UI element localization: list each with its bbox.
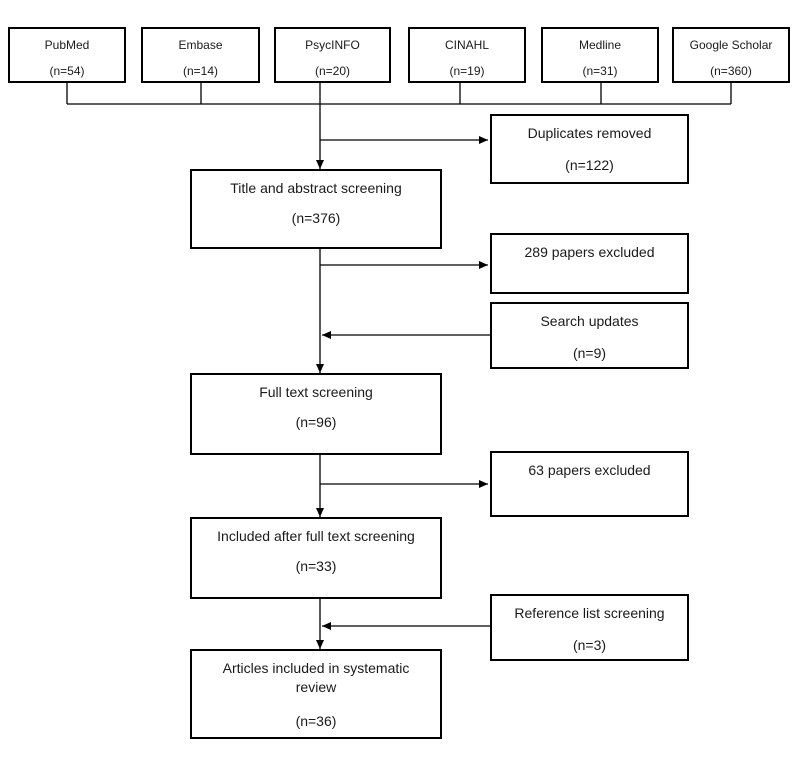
source-name: PubMed (44, 38, 90, 52)
source-count: (n=20) (314, 64, 351, 78)
source-count: (n=14) (182, 64, 219, 78)
source-pubmed: PubMed (n=54) (8, 27, 126, 83)
source-count: (n=54) (49, 64, 85, 78)
duplicates-count: (n=122) (565, 157, 614, 173)
final-articles-box: Articles included in systematic review (… (190, 649, 442, 739)
source-count: (n=19) (449, 64, 485, 78)
final-label: Articles included in systematic review (222, 660, 410, 695)
excluded-box-2: 63 papers excluded (490, 451, 689, 517)
source-name: Google Scholar (689, 38, 773, 52)
full-text-count: (n=96) (295, 414, 337, 430)
excluded-box-1: 289 papers excluded (490, 233, 689, 294)
reference-list-box: Reference list screening (n=3) (490, 594, 689, 661)
excluded-label: 289 papers excluded (524, 244, 655, 260)
reference-list-label: Reference list screening (514, 605, 665, 621)
source-cinahl: CINAHL (n=19) (408, 27, 526, 83)
title-abstract-box: Title and abstract screening (n=376) (190, 169, 442, 249)
final-count: (n=36) (295, 713, 337, 729)
source-name: PsycINFO (305, 38, 360, 52)
title-abstract-count: (n=376) (291, 210, 341, 226)
source-name: Medline (578, 38, 622, 52)
excluded-label: 63 papers excluded (528, 462, 651, 478)
full-text-box: Full text screening (n=96) (190, 373, 442, 455)
source-medline: Medline (n=31) (541, 27, 659, 83)
search-updates-box: Search updates (n=9) (490, 302, 689, 369)
search-updates-label: Search updates (540, 313, 639, 329)
source-psycinfo: PsycINFO (n=20) (274, 27, 391, 83)
full-text-label: Full text screening (259, 384, 373, 400)
duplicates-label: Duplicates removed (527, 125, 652, 141)
included-full-text-box: Included after full text screening (n=33… (190, 517, 442, 599)
title-abstract-label: Title and abstract screening (230, 180, 402, 196)
source-embase: Embase (n=14) (141, 27, 260, 83)
reference-list-count: (n=3) (572, 637, 607, 653)
duplicates-removed-box: Duplicates removed (n=122) (490, 114, 689, 184)
source-count: (n=360) (710, 64, 752, 78)
source-google-scholar: Google Scholar (n=360) (672, 27, 790, 83)
source-count: (n=31) (582, 64, 618, 78)
included-count: (n=33) (295, 558, 337, 574)
search-updates-count: (n=9) (572, 345, 607, 361)
source-name: CINAHL (444, 38, 489, 52)
source-name: Embase (178, 38, 223, 52)
included-label: Included after full text screening (217, 528, 415, 544)
